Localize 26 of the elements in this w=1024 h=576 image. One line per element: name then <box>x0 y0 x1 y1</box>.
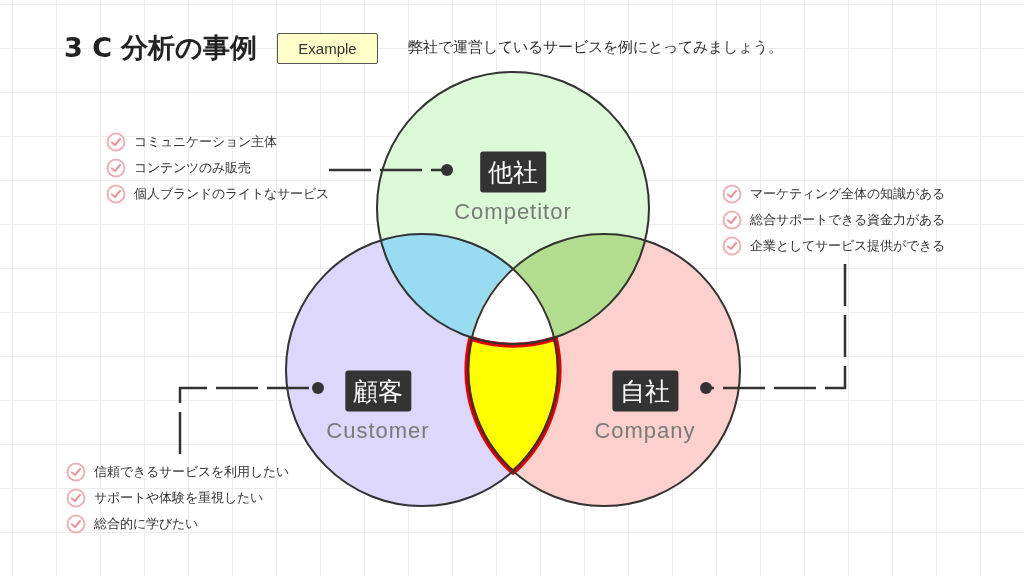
checklist-item: コミュニケーション主体 <box>134 133 277 151</box>
checklist <box>66 462 289 534</box>
checklist-item: 企業としてサービス提供ができる <box>750 237 945 255</box>
checklist-item: マーケティング全体の知識がある <box>750 185 945 203</box>
subtitle-text: 弊社で運営しているサービスを例にとってみましょう。 <box>408 38 783 57</box>
circle-subtitle: Company <box>594 417 696 444</box>
checklist-item: 信頼できるサービスを利用したい <box>94 463 289 481</box>
venn-circle <box>376 71 650 345</box>
checklist <box>722 184 945 256</box>
circle-subtitle: Customer <box>326 417 430 444</box>
venn-circle <box>467 233 741 507</box>
leader-line <box>329 164 453 176</box>
title: 3 C 分析の事例 <box>64 31 258 65</box>
checklist <box>106 132 329 204</box>
checklist-item: サポートや体験を重視したい <box>94 489 263 507</box>
circle-title: 顧客 <box>345 370 411 412</box>
leader-line <box>178 382 324 454</box>
circle-title: 自社 <box>612 370 678 412</box>
checklist-item: 総合的に学びたい <box>94 515 198 533</box>
checklist-item: 個人ブランドのライトなサービス <box>134 185 329 203</box>
circle-subtitle: Competitor <box>454 198 572 225</box>
checklist-item: コンテンツのみ販売 <box>134 159 251 177</box>
checklist-item: 総合サポートできる資金力がある <box>750 211 945 229</box>
tag-label: Example <box>277 33 378 64</box>
leader-line <box>700 264 847 394</box>
circle-title: 他社 <box>480 151 546 193</box>
